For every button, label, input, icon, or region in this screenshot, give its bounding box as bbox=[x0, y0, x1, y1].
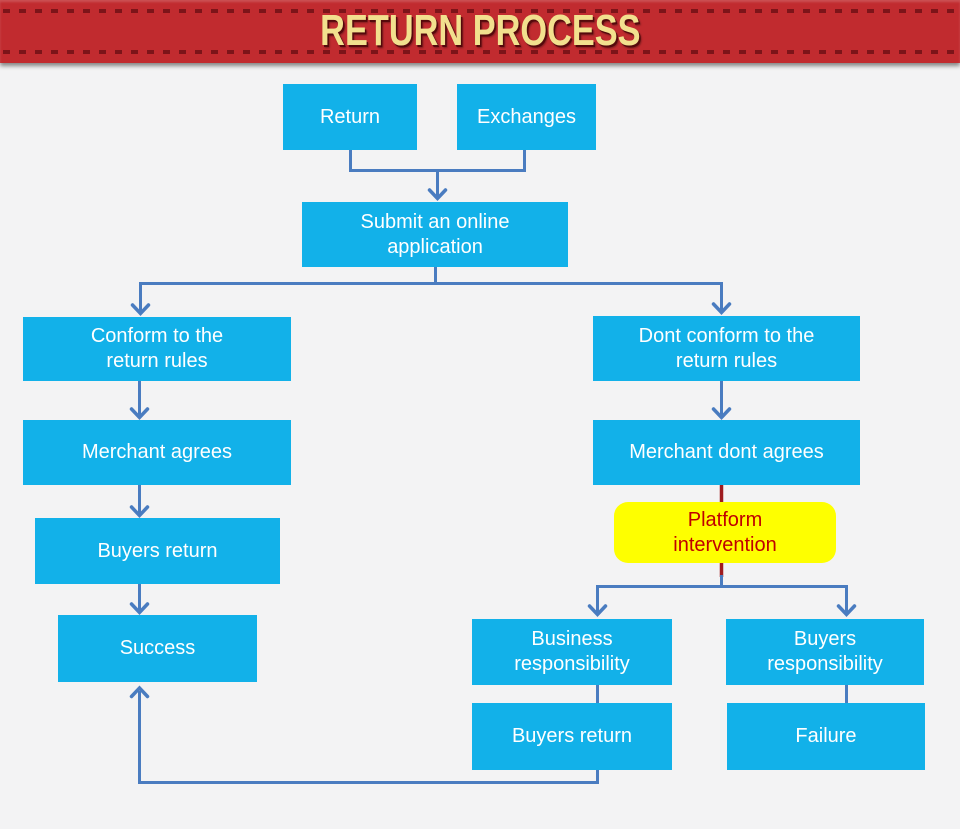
node-success: Success bbox=[58, 615, 257, 682]
arrowhead-buyers-return-left bbox=[129, 505, 150, 519]
node-submit-application-label: Submit an online application bbox=[360, 210, 510, 258]
node-failure: Failure bbox=[727, 703, 925, 770]
arrowhead-conform bbox=[130, 303, 151, 317]
node-buyers-responsibility: Buyers responsibility bbox=[726, 619, 924, 685]
node-platform-intervention-label: Platform intervention bbox=[673, 508, 777, 556]
node-dont-conform-rules-label: Dont conform to the return rules bbox=[638, 324, 815, 372]
arrowhead-submit bbox=[427, 188, 448, 202]
node-buyers-return-right: Buyers return bbox=[472, 703, 672, 770]
node-merchant-agrees-label: Merchant agrees bbox=[81, 441, 233, 463]
edge-submit-split bbox=[139, 267, 723, 312]
node-return: Return bbox=[283, 84, 417, 150]
arrowhead-dont-conform bbox=[711, 302, 732, 316]
node-merchant-dont-agrees: Merchant dont agrees bbox=[593, 420, 860, 485]
node-dont-conform-rules: Dont conform to the return rules bbox=[593, 316, 860, 381]
node-success-label: Success bbox=[119, 637, 196, 659]
banner-dashed-line-top bbox=[3, 9, 957, 13]
banner-dashed-line-bottom bbox=[3, 50, 957, 54]
node-business-responsibility: Business responsibility bbox=[472, 619, 672, 685]
node-conform-rules: Conform to the return rules bbox=[23, 317, 291, 381]
node-buyers-return-left: Buyers return bbox=[35, 518, 280, 584]
node-buyers-return-right-label: Buyers return bbox=[511, 725, 633, 747]
edge-platform-split bbox=[596, 575, 848, 613]
node-platform-intervention: Platform intervention bbox=[614, 502, 836, 563]
node-buyers-responsibility-label: Buyers responsibility bbox=[767, 628, 883, 675]
arrowhead-merchant-agrees bbox=[129, 407, 150, 421]
arrowhead-buyers-resp bbox=[836, 604, 857, 618]
node-failure-label: Failure bbox=[795, 725, 857, 747]
node-exchanges: Exchanges bbox=[457, 84, 596, 150]
node-business-responsibility-label: Business responsibility bbox=[514, 628, 630, 675]
arrowhead-success-bottom bbox=[129, 685, 150, 699]
node-conform-rules-label: Conform to the return rules bbox=[90, 325, 224, 372]
header-banner: RETURN PROCESS bbox=[0, 0, 960, 63]
node-merchant-dont-agrees-label: Merchant dont agrees bbox=[629, 441, 824, 463]
node-return-label: Return bbox=[319, 105, 381, 128]
node-merchant-agrees: Merchant agrees bbox=[23, 420, 291, 485]
node-buyers-return-left-label: Buyers return bbox=[97, 539, 218, 562]
arrowhead-business-resp bbox=[587, 604, 608, 618]
node-exchanges-label: Exchanges bbox=[477, 105, 576, 128]
page-title: RETURN PROCESS bbox=[319, 5, 641, 55]
arrowhead-merchant-dont bbox=[711, 407, 732, 421]
edge-return-exchanges-to-submit bbox=[349, 150, 526, 197]
node-submit-application: Submit an online application bbox=[302, 202, 568, 267]
arrowhead-success-top bbox=[129, 602, 150, 616]
